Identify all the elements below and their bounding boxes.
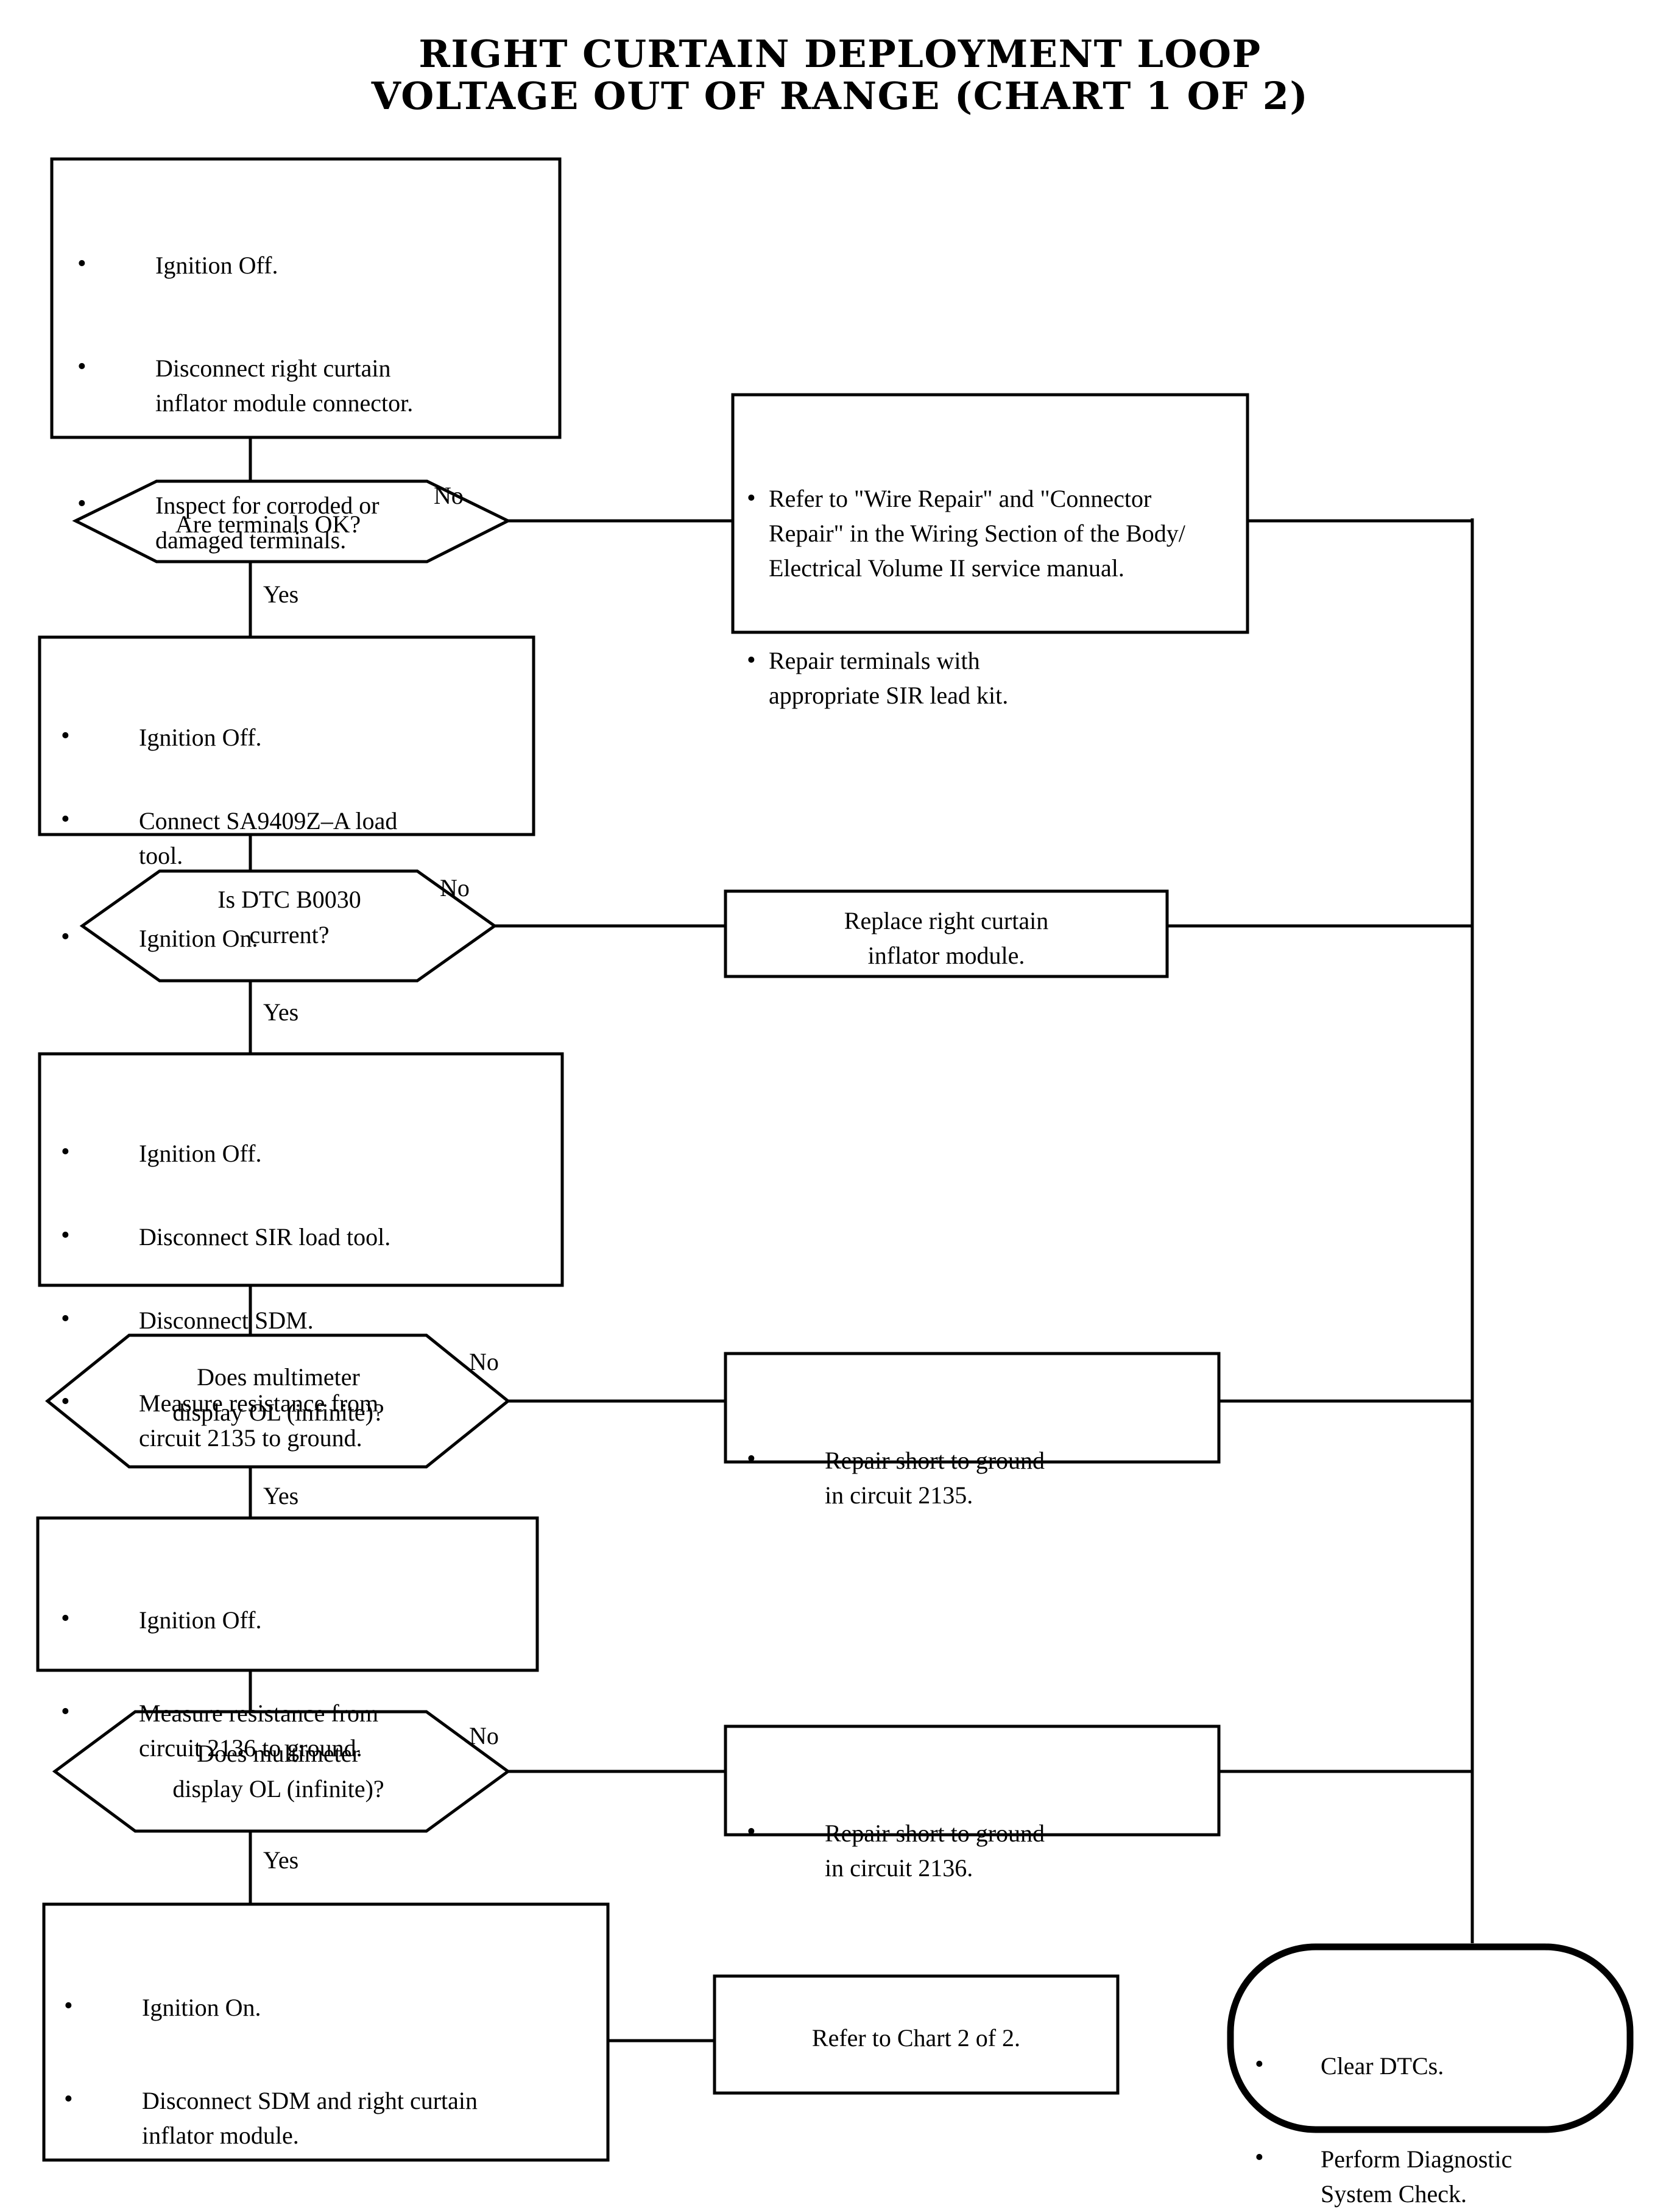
terminal-box (1227, 1943, 1634, 2133)
step2-item: Ignition On. (61, 919, 512, 956)
step5-item: Disconnect SDM and right curtain inflato… (64, 2081, 594, 2153)
repair-2135-item: Repair short to ground in circuit 2135. (747, 1441, 1198, 1513)
decision3-yes-label: Yes (263, 1482, 299, 1509)
step2-item: Ignition Off. (61, 718, 512, 755)
repair-2136-item: Repair short to ground in circuit 2136. (747, 1814, 1198, 1886)
decision2-no-label: No (440, 874, 470, 902)
decision4-label: Does multimeter display OL (infinite)? (172, 1740, 384, 1802)
replace-module-box (724, 889, 1169, 978)
decision1-yes-label: Yes (263, 581, 299, 608)
step4-box (36, 1516, 539, 1672)
decision3-label: Does multimeter display OL (infinite)? (172, 1363, 384, 1426)
step4-text-block: Ignition Off. Measure resistance from ci… (61, 1537, 512, 1857)
step4-item: Measure resistance from circuit 2136 to … (61, 1694, 512, 1766)
step1-text-block: Ignition Off. Disconnect right curtain i… (77, 183, 528, 659)
step3-item: Ignition Off. (61, 1134, 524, 1171)
repair-2136-text-block: Repair short to ground in circuit 2136. (747, 1751, 1198, 1952)
step4-item: Ignition Off. (61, 1601, 512, 1638)
decision2-yes-label: Yes (263, 998, 299, 1026)
decision4-yes-label: Yes (263, 1846, 299, 1874)
terminal-item: Perform Diagnostic System Check. (1255, 2140, 1608, 2210)
terminal-item: Clear DTCs. (1255, 2047, 1608, 2084)
step1-item: Disconnect right curtain inflator module… (77, 349, 528, 421)
repair-terminals-text-block: Refer to "Wire Repair" and "Connector Re… (747, 416, 1240, 805)
step5-item: Ignition On. (64, 1988, 594, 2025)
decision1-no-label: No (434, 482, 464, 509)
decision2-label: Is DTC B0030 current? (217, 886, 361, 948)
step2-item: Connect SA9409Z–A load tool. (61, 802, 512, 874)
decision1-label: Are terminals OK? (175, 510, 361, 538)
step1-item: Inspect for corroded or damaged terminal… (77, 486, 528, 558)
refer-chart2-text: Refer to Chart 2 of 2. (811, 2024, 1021, 2052)
step3-item: Disconnect SIR load tool. (61, 1218, 524, 1255)
repair-terminals-item: Refer to "Wire Repair" and "Connector Re… (747, 481, 1240, 585)
replace-module-text: Replace right curtain inflator module. (844, 907, 1049, 969)
repair-2135-text-block: Repair short to ground in circuit 2135. (747, 1378, 1198, 1579)
step2-text-block: Ignition Off. Connect SA9409Z–A load too… (61, 655, 512, 1022)
page-title: RIGHT CURTAIN DEPLOYMENT LOOP VOLTAGE OU… (371, 32, 1309, 119)
step1-item: Ignition Off. (77, 246, 528, 283)
decision4-no-label: No (469, 1722, 499, 1749)
step3-item: Measure resistance from circuit 2135 to … (61, 1384, 524, 1456)
step3-item: Disconnect SDM. (61, 1301, 524, 1338)
step5-text-block: Ignition On. Disconnect SDM and right cu… (64, 1925, 594, 2210)
terminal-text-block: Clear DTCs. Perform Diagnostic System Ch… (1255, 1983, 1608, 2210)
refer-chart2-box (713, 1974, 1120, 2095)
decision3-no-label: No (469, 1348, 499, 1375)
step3-text-block: Ignition Off. Disconnect SIR load tool. … (61, 1071, 524, 1522)
repair-terminals-item: Repair terminals with appropriate SIR le… (747, 643, 1240, 713)
